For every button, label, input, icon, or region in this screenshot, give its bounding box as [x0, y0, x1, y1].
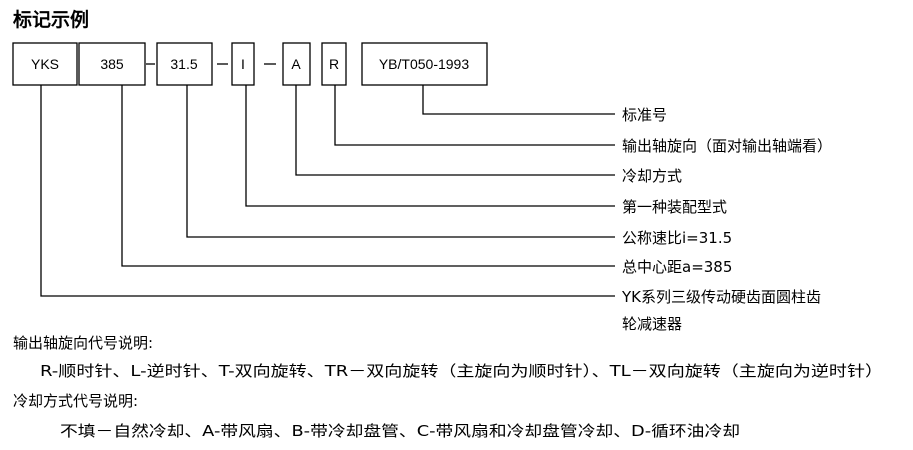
code-box-label: A: [291, 56, 301, 72]
leader-series: [40, 85, 615, 297]
code-box-label: I: [241, 56, 245, 72]
leader-center-distance: [121, 85, 615, 267]
rotation-notes-title: 输出轴旋向代号说明:: [13, 334, 153, 352]
code-box-ratio: 31.5: [156, 42, 213, 86]
cooling-notes-title: 冷却方式代号说明:: [13, 392, 138, 410]
code-box-assembly: I: [231, 42, 255, 86]
leader-cooling: [295, 85, 615, 176]
code-box-label: YKS: [31, 56, 59, 72]
code-box-label: R: [329, 56, 339, 72]
code-box-label: 385: [100, 56, 124, 72]
code-box-center-distance: 385: [78, 42, 146, 86]
code-box-cooling: A: [282, 42, 311, 86]
code-box-yks: YKS: [12, 42, 78, 86]
label-center-distance: 总中心距a=385: [622, 258, 732, 276]
code-box-standard: YB/T050-1993: [361, 42, 488, 86]
label-cooling: 冷却方式: [622, 167, 682, 185]
rotation-notes-text: R-顺时针、L-逆时针、T-双向旋转、TR－双向旋转（主旋向为顺时针）、TL－双…: [40, 362, 883, 380]
label-series-line2: 轮减速器: [622, 315, 682, 333]
leader-rotation: [334, 85, 615, 146]
leader-assembly: [245, 85, 615, 207]
cooling-notes-text: 不填－自然冷却、A-带风扇、B-带冷却盘管、C-带风扇和冷却盘管冷却、D-循环油…: [60, 422, 740, 440]
code-box-rotation: R: [321, 42, 347, 86]
code-box-label: YB/T050-1993: [379, 56, 469, 72]
page-title: 标记示例: [13, 8, 89, 31]
leader-ratio: [186, 85, 615, 238]
label-standard: 标准号: [622, 106, 667, 124]
label-rotation: 输出轴旋向（面对输出轴端看）: [622, 137, 832, 155]
label-assembly: 第一种装配型式: [622, 198, 727, 216]
code-box-label: 31.5: [170, 56, 197, 72]
leader-standard: [422, 85, 615, 115]
label-ratio: 公称速比i=31.5: [622, 229, 732, 247]
label-series-line1: YK系列三级传动硬齿面圆柱齿: [621, 288, 821, 306]
